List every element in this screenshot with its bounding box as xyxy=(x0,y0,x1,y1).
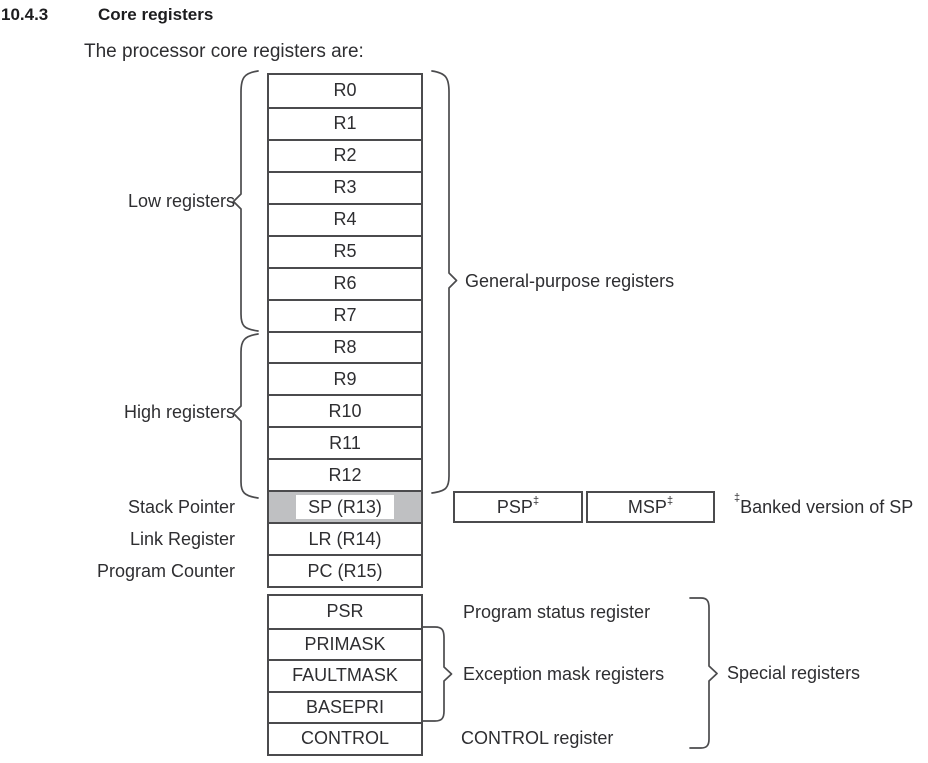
register-row-r2: R2 xyxy=(269,138,421,171)
register-row-sp: SP (R13) xyxy=(269,490,421,523)
register-row-r6: R6 xyxy=(269,266,421,299)
psp-box: PSP‡ xyxy=(453,491,583,523)
sp-register-label: SP (R13) xyxy=(296,495,394,520)
section-title: Core registers xyxy=(98,5,214,24)
label-program-counter: Program Counter xyxy=(96,561,235,581)
register-row-r10: R10 xyxy=(269,394,421,426)
label-program-status: Program status register xyxy=(463,602,651,622)
register-row-control: CONTROL xyxy=(269,722,421,754)
label-exception-mask: Exception mask registers xyxy=(463,664,665,684)
label-low-registers: Low registers xyxy=(127,191,235,211)
label-control-register: CONTROL register xyxy=(461,728,614,748)
register-row-r11: R11 xyxy=(269,426,421,458)
msp-label: MSP xyxy=(627,496,667,517)
dagger-mark: ‡ xyxy=(734,492,741,504)
high-registers-brace xyxy=(232,333,259,499)
register-row-pc: PC (R15) xyxy=(269,554,421,586)
label-special-registers: Special registers xyxy=(727,663,861,683)
register-row-basepri: BASEPRI xyxy=(269,690,421,723)
register-row-r12: R12 xyxy=(269,458,421,490)
register-row-faultmask: FAULTMASK xyxy=(269,659,421,691)
register-row-r3: R3 xyxy=(269,170,421,203)
register-row-r8: R8 xyxy=(269,330,421,363)
register-row-psr: PSR xyxy=(326,601,364,622)
banked-note-text: Banked version of SP xyxy=(740,497,914,517)
banked-note: ‡Banked version of SP xyxy=(734,493,914,518)
register-row-lr: LR (R14) xyxy=(269,522,421,554)
register-row-r4: R4 xyxy=(269,202,421,235)
general-purpose-brace xyxy=(431,70,458,494)
intro-text: The processor core registers are: xyxy=(84,41,364,62)
label-high-registers: High registers xyxy=(123,402,235,422)
section-number: 10.4.3 xyxy=(1,5,49,24)
label-stack-pointer: Stack Pointer xyxy=(127,497,235,517)
psp-label: PSP xyxy=(496,496,533,517)
label-general-purpose: General-purpose registers xyxy=(465,271,675,291)
special-register-stack: PSR PRIMASK FAULTMASK BASEPRI CONTROL xyxy=(267,594,423,756)
low-registers-brace xyxy=(232,70,259,332)
register-row-r0: R0 xyxy=(333,80,357,101)
register-row-r5: R5 xyxy=(269,234,421,267)
register-row-r1: R1 xyxy=(269,106,421,139)
special-registers-brace xyxy=(689,597,718,749)
core-register-stack: R0 R1 R2 R3 R4 R5 R6 R7 R8 R9 R10 R11 R1… xyxy=(267,73,423,588)
msp-box: MSP‡ xyxy=(586,491,715,523)
exception-mask-brace xyxy=(422,626,453,722)
section-heading: 10.4.3 Core registers xyxy=(1,5,213,25)
register-row-primask: PRIMASK xyxy=(269,627,421,660)
label-link-register: Link Register xyxy=(129,529,235,549)
register-row-r7: R7 xyxy=(269,298,421,331)
register-row-r9: R9 xyxy=(269,362,421,394)
